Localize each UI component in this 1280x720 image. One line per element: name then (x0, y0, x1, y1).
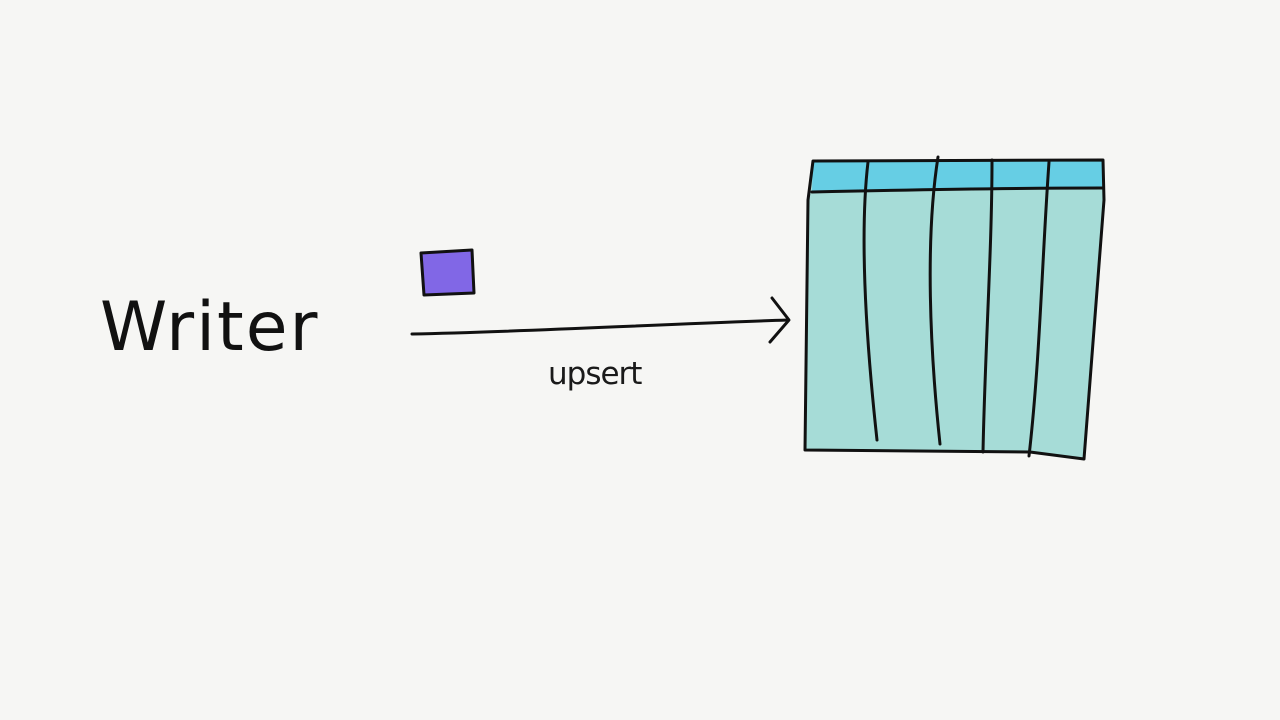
record-square (419, 248, 476, 297)
column-line-1 (862, 160, 879, 442)
column-line-4 (1027, 160, 1051, 458)
table-outline (803, 158, 1106, 461)
table-header-line (810, 186, 1104, 194)
table-body (805, 160, 1104, 458)
arrow-shaft (410, 318, 790, 336)
arrow-head (768, 296, 791, 344)
writer-label: Writer (100, 288, 320, 367)
upsert-label: upsert (548, 356, 642, 392)
table-header (812, 160, 1102, 192)
column-line-2 (928, 155, 942, 446)
table (803, 155, 1106, 461)
column-line-3 (981, 158, 994, 454)
upsert-arrow (410, 296, 791, 344)
